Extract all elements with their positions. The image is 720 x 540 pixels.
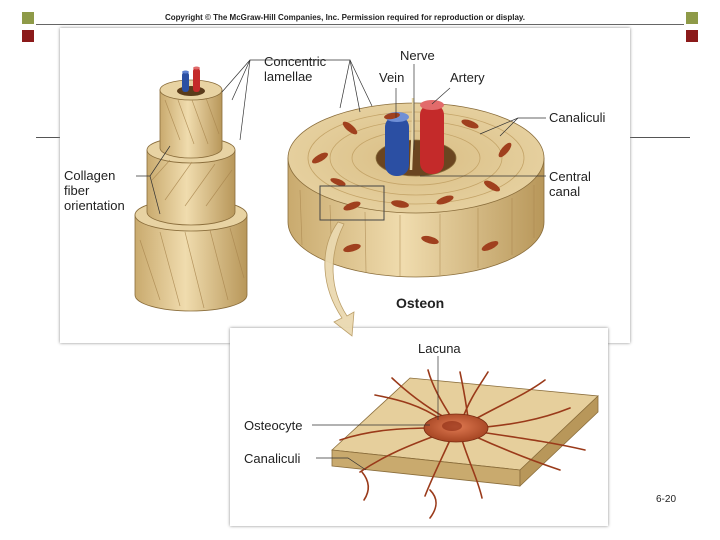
label-central-canal: Central canal (549, 169, 591, 199)
disc-osteocytes (312, 112, 512, 253)
label-osteon: Osteon (396, 295, 445, 311)
corner-square-red-right (686, 30, 698, 42)
corner-square-red-left (22, 30, 34, 42)
label-artery: Artery (450, 70, 485, 85)
label-osteocyte: Osteocyte (244, 418, 303, 433)
osteon-disc (287, 97, 545, 278)
lamellae-cylinder (134, 66, 248, 312)
slide-number: 6-20 (656, 494, 677, 505)
mid-rule-right (630, 137, 690, 138)
zoom-arrow (324, 221, 355, 337)
label-vein: Vein (379, 70, 405, 85)
label-concentric-lamellae: Concentric lamellae (264, 54, 327, 84)
osteocyte-block (331, 369, 599, 519)
label-collagen-fiber-orientation: Collagen fiber orientation (64, 168, 125, 213)
header-rule (36, 24, 684, 25)
copyright-notice: Copyright © The McGraw-Hill Companies, I… (164, 13, 526, 22)
label-canaliculi-bottom: Canaliculi (244, 451, 301, 466)
label-lacuna: Lacuna (418, 341, 461, 356)
mid-rule-left (36, 137, 60, 138)
leader-lines (136, 59, 546, 471)
label-nerve: Nerve (400, 48, 435, 63)
corner-square-olive-right (686, 12, 698, 24)
corner-square-olive-left (22, 12, 34, 24)
label-canaliculi-top: Canaliculi (549, 110, 606, 125)
